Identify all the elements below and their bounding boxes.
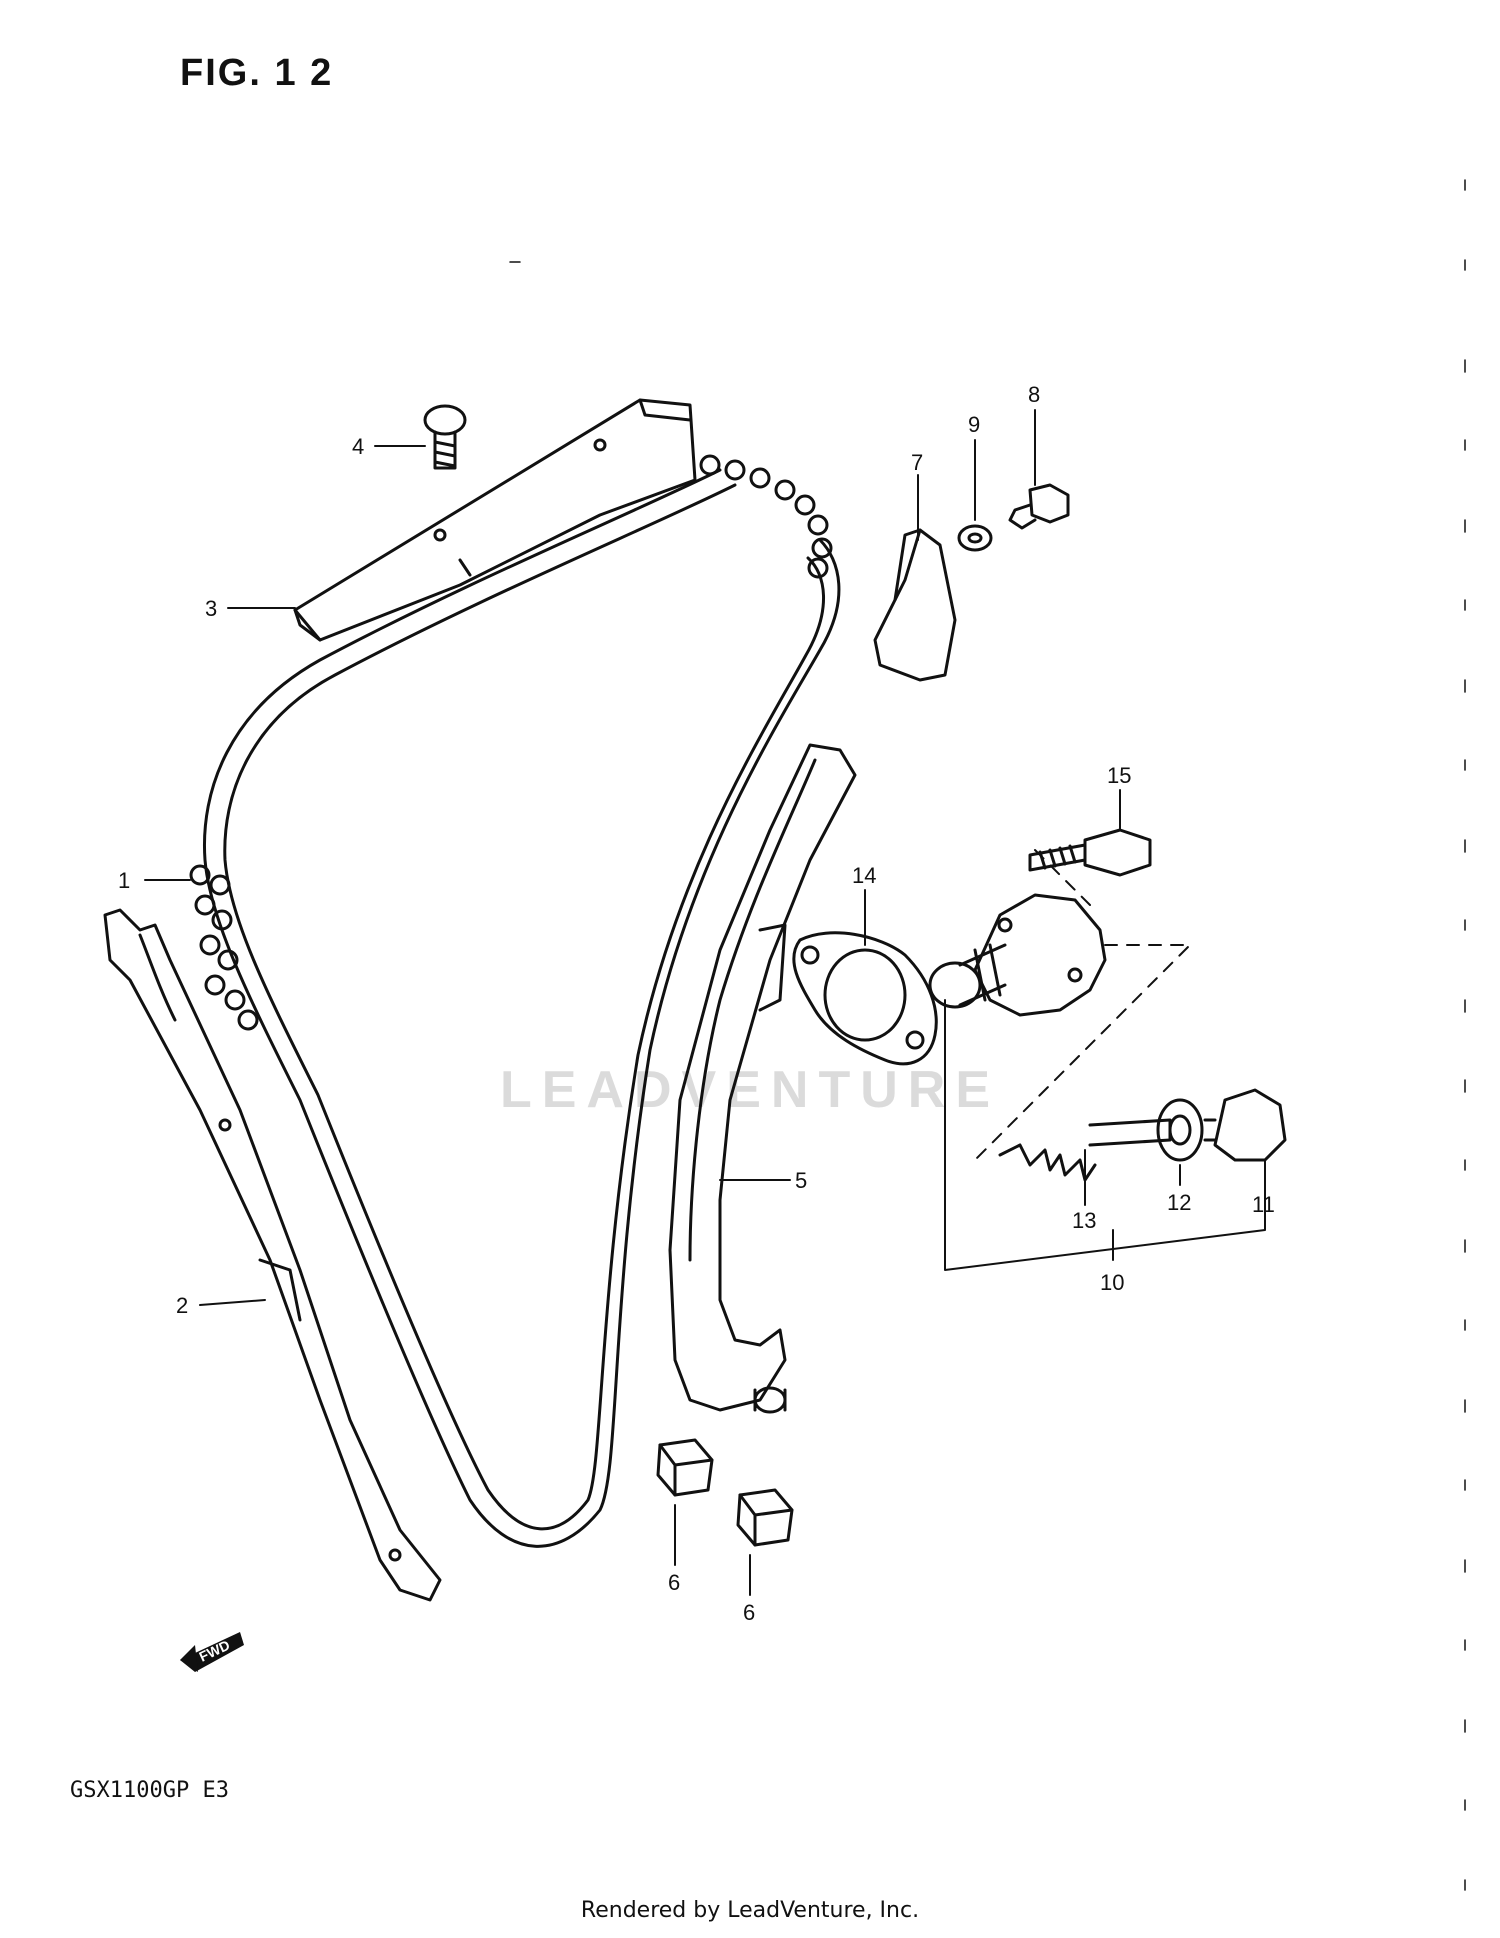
callout-11: 11 (1252, 1192, 1275, 1217)
callout-5: 5 (795, 1168, 807, 1193)
scan-marks (509, 179, 1466, 1891)
callout-6a: 6 (668, 1570, 680, 1595)
watermark: LEADVENTURE (499, 1061, 1001, 1119)
tensioner-bolt (1028, 828, 1152, 877)
callout-9: 9 (968, 412, 980, 437)
callout-15: 15 (1107, 763, 1131, 788)
guide-bolt (1008, 483, 1070, 530)
tensioner-cap-bolt (1203, 1088, 1287, 1162)
callout-3: 3 (205, 596, 217, 621)
guide-block (873, 528, 957, 682)
chain-guide-rear (103, 908, 442, 1602)
callout-12: 12 (1167, 1190, 1191, 1215)
callout-8: 8 (1028, 382, 1040, 407)
callout-7: 7 (911, 450, 923, 475)
callout-labels: 1 2 3 4 5 6 6 7 8 9 10 11 12 13 14 15 (118, 382, 1275, 1625)
callout-2: 2 (176, 1293, 188, 1318)
callout-14: 14 (852, 863, 876, 888)
cam-chain (189, 454, 841, 1548)
washer (957, 524, 993, 552)
model-code: GSX1100GP E3 (70, 1778, 229, 1803)
chain-guide-tensioner (668, 743, 857, 1414)
callout-1: 1 (118, 868, 130, 893)
callout-4: 4 (352, 434, 364, 459)
callout-13: 13 (1072, 1208, 1096, 1233)
chain-links-left (189, 864, 259, 1031)
guide-screw (423, 404, 467, 470)
forward-direction-arrow: FWD (180, 1632, 244, 1672)
callout-10: 10 (1100, 1270, 1124, 1295)
tensioner-washer (1156, 1098, 1204, 1162)
render-credit: Rendered by LeadVenture, Inc. (580, 1898, 920, 1923)
assembly-bracket (944, 999, 1266, 1271)
chain-links-top (699, 454, 833, 579)
assembly-lines (974, 849, 1191, 1161)
leader-lines (144, 409, 1266, 1596)
cushion-a (656, 1438, 714, 1497)
callout-6b: 6 (743, 1600, 755, 1625)
figure-title: FIG. 1 2 (180, 52, 334, 94)
cushion-b (736, 1488, 794, 1547)
tensioner-gasket (792, 931, 938, 1066)
chain-guide-top (293, 398, 697, 642)
tensioner-body (928, 893, 1107, 1017)
